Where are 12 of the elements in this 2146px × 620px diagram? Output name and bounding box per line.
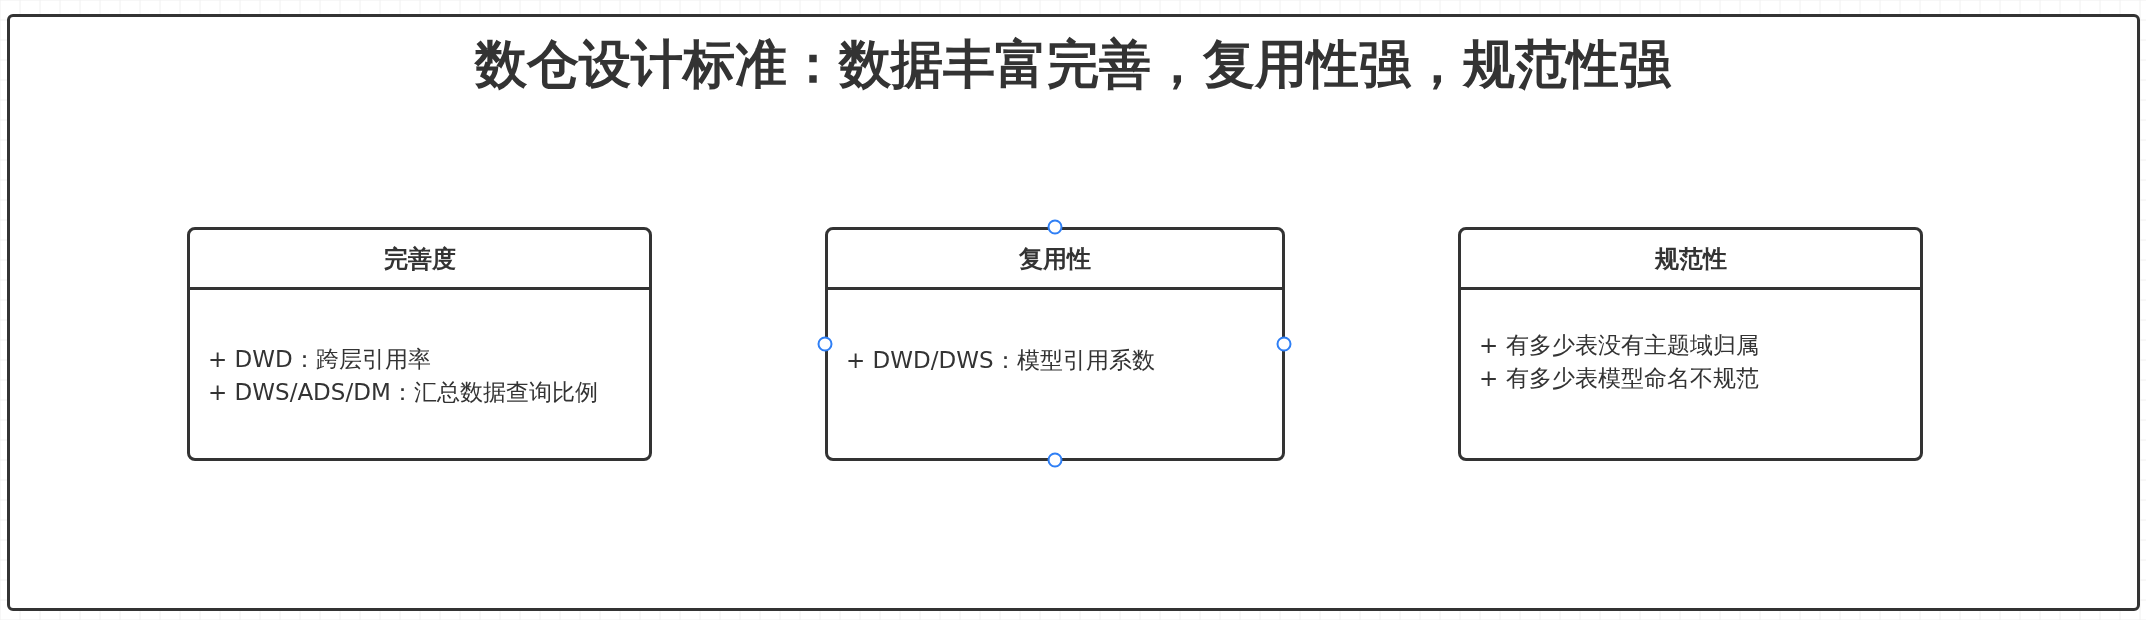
class-box — [187, 227, 652, 461]
list-item: + 有多少表没有主题域归属 — [1479, 331, 1760, 360]
class-box — [825, 227, 1285, 461]
list-item: + DWD：跨层引用率 — [208, 345, 432, 374]
title: 数仓设计标准：数据丰富完善，复用性强，规范性强 — [473, 33, 1672, 96]
list-item: + DWD/DWS：模型引用系数 — [846, 345, 1156, 375]
box-heading: 规范性 — [1654, 243, 1727, 275]
box-heading: 复用性 — [1019, 243, 1091, 275]
box-heading: 完善度 — [383, 243, 456, 275]
list-item: + DWS/ADS/DM：汇总数据查询比例 — [208, 378, 599, 407]
class-box — [1458, 227, 1923, 461]
list-item: + 有多少表模型命名不规范 — [1479, 364, 1760, 393]
